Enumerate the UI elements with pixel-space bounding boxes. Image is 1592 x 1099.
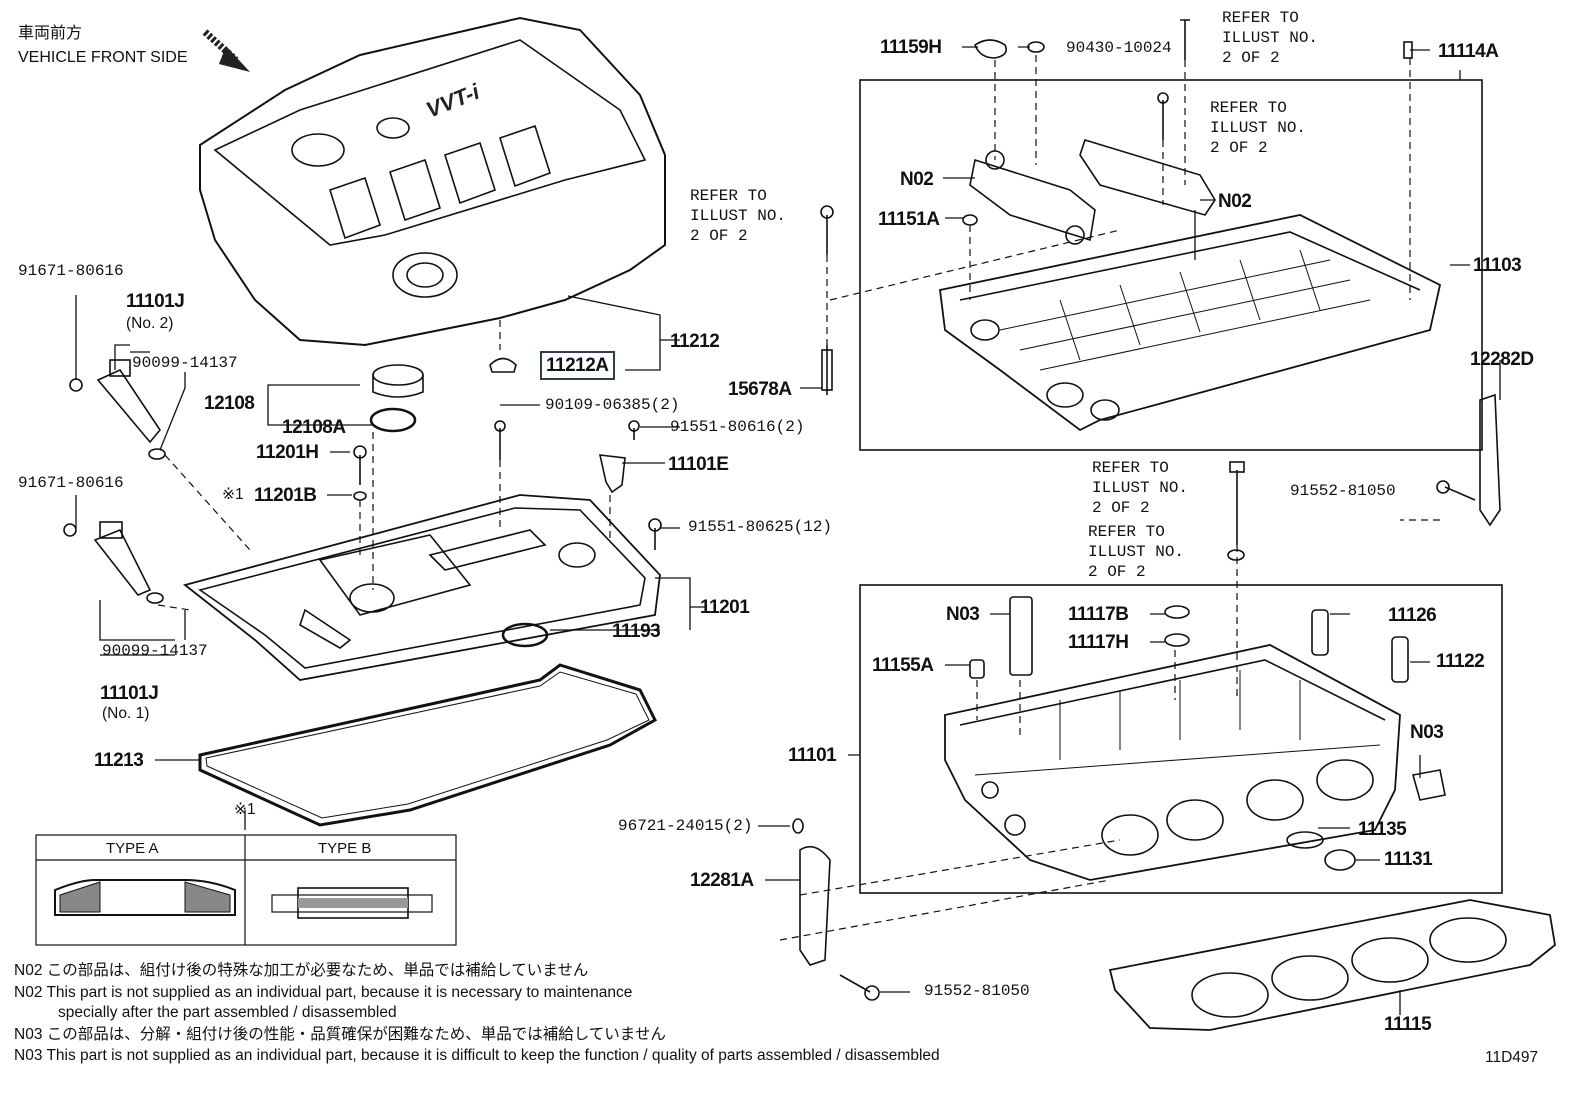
leader-lines <box>75 46 1501 1015</box>
cam-sensor-11101E <box>598 454 626 494</box>
refer-note-4: REFER TO ILLUST NO. 2 OF 2 <box>1092 459 1189 517</box>
part-label[interactable]: 11212 <box>670 331 720 352</box>
part-label[interactable]: 11159H <box>880 37 942 58</box>
type-b-header: TYPE B <box>318 840 372 857</box>
reference-mark: ※1 <box>234 801 256 818</box>
refer-note-3: REFER TO ILLUST NO. 2 OF 2 <box>690 187 787 245</box>
part-label[interactable]: 91552-81050 <box>1290 482 1396 500</box>
oil-filler-cap-12108 <box>369 364 424 433</box>
part-label[interactable]: 11117H <box>1068 632 1129 653</box>
part-label[interactable]: 11101 <box>788 745 837 766</box>
small-parts <box>501 39 1501 966</box>
part-label[interactable]: 11101J <box>126 291 185 312</box>
part-label[interactable]: 90099-14137 <box>132 354 238 372</box>
part-label[interactable]: 11114A <box>1438 41 1499 62</box>
part-label[interactable]: 11201B <box>254 485 317 506</box>
footnote-n02-en: N02 This part is not supplied as an indi… <box>14 984 633 1001</box>
cylinder-head-11101 <box>944 644 1401 881</box>
part-label[interactable]: 11193 <box>612 621 661 642</box>
part-label[interactable]: 91551-80625(12) <box>688 518 833 536</box>
footnote-n02-en-cont: specially after the part assembled / dis… <box>58 1004 397 1021</box>
note-code-label[interactable]: N02 <box>900 169 934 190</box>
part-label[interactable]: 11201 <box>700 597 750 618</box>
part-label[interactable]: 11122 <box>1436 651 1485 672</box>
footnote-n03-en: N03 This part is not supplied as an indi… <box>14 1047 940 1064</box>
part-label[interactable]: 96721-24015(2) <box>618 817 753 835</box>
front-direction-arrow <box>202 29 250 72</box>
part-sub-label: (No. 1) <box>102 705 150 722</box>
part-label[interactable]: 12108 <box>204 393 255 414</box>
refer-note-1: REFER TO ILLUST NO. 2 OF 2 <box>1222 9 1319 67</box>
part-label[interactable]: 11135 <box>1358 819 1407 840</box>
part-label[interactable]: 90099-14137 <box>102 642 208 660</box>
part-label[interactable]: 11201H <box>256 442 319 463</box>
part-label[interactable]: 91552-81050 <box>924 982 1030 1000</box>
cylinder-head-box <box>859 584 1503 894</box>
part-label[interactable]: 11117B <box>1068 604 1129 625</box>
footnote-n02-jp: N02 この部品は、組付け後の特殊な加工が必要なため、単品では補給していません <box>14 962 589 979</box>
part-label[interactable]: 11126 <box>1388 605 1437 626</box>
part-label[interactable]: 12281A <box>690 870 754 891</box>
part-label[interactable]: 90109-06385(2) <box>545 396 680 414</box>
part-label[interactable]: 91551-80616(2) <box>670 418 805 436</box>
part-label[interactable]: 90430-10024 <box>1066 39 1172 57</box>
grommet-11212A <box>489 357 517 373</box>
refer-note-5: REFER TO ILLUST NO. 2 OF 2 <box>1088 523 1185 581</box>
part-label[interactable]: 11155A <box>872 655 934 676</box>
ocv-valve-no1 <box>63 521 164 604</box>
part-label[interactable]: 11213 <box>94 750 144 771</box>
bolts <box>353 19 1476 1001</box>
note-code-label[interactable]: N03 <box>946 604 980 625</box>
part-label[interactable]: 11103 <box>1473 255 1522 276</box>
footnote-n03-jp: N03 この部品は、分解・組付け後の性能・品質確保が困難なため、単品では補給して… <box>14 1026 666 1043</box>
refer-note-2: REFER TO ILLUST NO. 2 OF 2 <box>1210 99 1307 157</box>
reference-mark: ※1 <box>222 486 244 503</box>
cam-bearing-caps <box>969 139 1216 245</box>
svg-text:VVT-i: VVT-i <box>423 79 484 123</box>
part-label[interactable]: 11151A <box>878 209 940 230</box>
ocv-valve-no2 <box>69 359 166 460</box>
dashed-lines <box>157 55 1440 941</box>
note-code-label[interactable]: N02 <box>1218 191 1252 212</box>
type-a-header: TYPE A <box>106 840 159 857</box>
valve-cover-11201 <box>183 494 661 681</box>
front-label-jp: 車両前方 <box>18 25 83 42</box>
part-label-highlighted[interactable]: 11212A <box>540 351 615 380</box>
head-gasket-11115 <box>1108 899 1556 1031</box>
illustration-code: 11D497 <box>1485 1049 1539 1066</box>
part-label[interactable]: 12282D <box>1470 349 1534 370</box>
part-sub-label: (No. 2) <box>126 315 174 332</box>
part-label[interactable]: 11131 <box>1384 849 1433 870</box>
engine-cover-11212: VVT-i <box>199 16 666 347</box>
part-label[interactable]: 12108A <box>282 417 346 438</box>
cam-housing-box <box>859 79 1483 451</box>
part-label[interactable]: 91671-80616 <box>18 262 124 280</box>
valve-cover-gasket-11213 <box>198 663 657 827</box>
part-label[interactable]: 91671-80616 <box>18 474 124 492</box>
type-table <box>35 834 457 946</box>
cam-housing-11103 <box>939 214 1442 432</box>
part-label[interactable]: 11115 <box>1384 1014 1432 1035</box>
front-label-en: VEHICLE FRONT SIDE <box>18 49 188 66</box>
part-label[interactable]: 15678A <box>728 379 792 400</box>
part-label[interactable]: 11101J <box>100 683 159 704</box>
note-code-label[interactable]: N03 <box>1410 722 1444 743</box>
part-label[interactable]: 11101E <box>668 454 729 475</box>
